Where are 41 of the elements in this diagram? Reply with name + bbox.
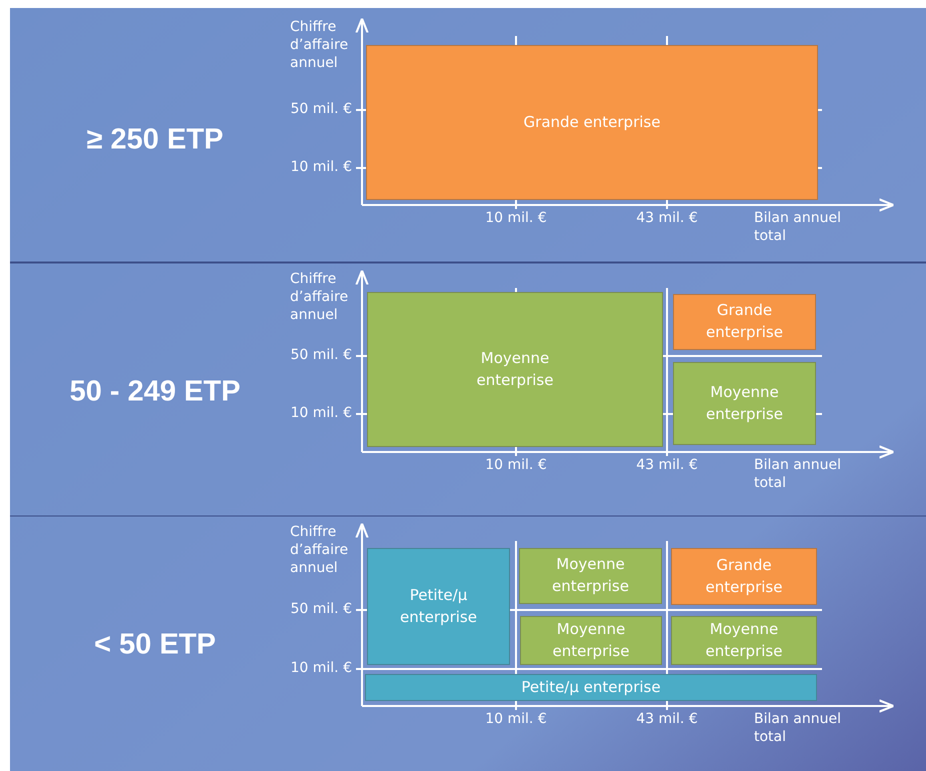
tick-label: 10 mil. € xyxy=(484,710,548,728)
box-label: Moyenne enterprise xyxy=(704,618,784,662)
box-label: Grande enterprise xyxy=(704,554,784,598)
tick-label: 10 mil. € xyxy=(290,659,352,678)
enterprise-box xyxy=(365,674,817,701)
tick-label: 50 mil. € xyxy=(290,100,352,118)
y-axis-title: Chiffre d’affaire annuel xyxy=(290,270,350,325)
tick-label: 43 mil. € xyxy=(635,209,699,228)
enterprise-box xyxy=(367,292,663,447)
band-heading: < 50 ETP xyxy=(93,628,217,662)
x-axis-title: Bilan annuel total xyxy=(754,456,842,492)
box-label: Petite/μ enterprise xyxy=(521,676,661,698)
band-heading: ≥ 250 ETP xyxy=(86,124,224,156)
box-label: Moyenne enterprise xyxy=(552,618,630,662)
tick-label: 10 mil. € xyxy=(484,209,548,228)
tick-label: 50 mil. € xyxy=(290,346,352,364)
enterprise-box xyxy=(671,548,817,605)
box-label: Moyenne enterprise xyxy=(476,348,554,390)
y-axis-title: Chiffre d’affaire annuel xyxy=(290,523,350,578)
box-label: Moyenne enterprise xyxy=(551,554,630,597)
tick-label: 10 mil. € xyxy=(290,404,352,422)
tick-label: 43 mil. € xyxy=(635,456,699,474)
box-label: Grande enterprise xyxy=(524,112,660,133)
enterprise-box xyxy=(520,616,662,665)
enterprise-box xyxy=(366,45,818,200)
enterprise-box xyxy=(367,548,510,665)
enterprise-box xyxy=(673,362,816,445)
x-axis-title: Bilan annuel total xyxy=(754,209,842,246)
enterprise-box xyxy=(673,294,816,350)
x-axis-title: Bilan annuel total xyxy=(754,710,842,746)
y-axis-title: Chiffre d’affaire annuel xyxy=(290,18,350,73)
box-label: Petite/μ enterprise xyxy=(399,584,478,628)
enterprise-box xyxy=(671,616,817,665)
enterprise-box xyxy=(519,548,662,604)
box-label: Moyenne enterprise xyxy=(705,382,784,424)
tick-label: 10 mil. € xyxy=(484,456,548,474)
tick-label: 50 mil. € xyxy=(290,600,352,618)
band-heading: 50 - 249 ETP xyxy=(68,376,242,408)
tick-label: 43 mil. € xyxy=(635,710,699,728)
tick-label: 10 mil. € xyxy=(290,158,352,176)
box-label: Grande enterprise xyxy=(705,300,784,343)
